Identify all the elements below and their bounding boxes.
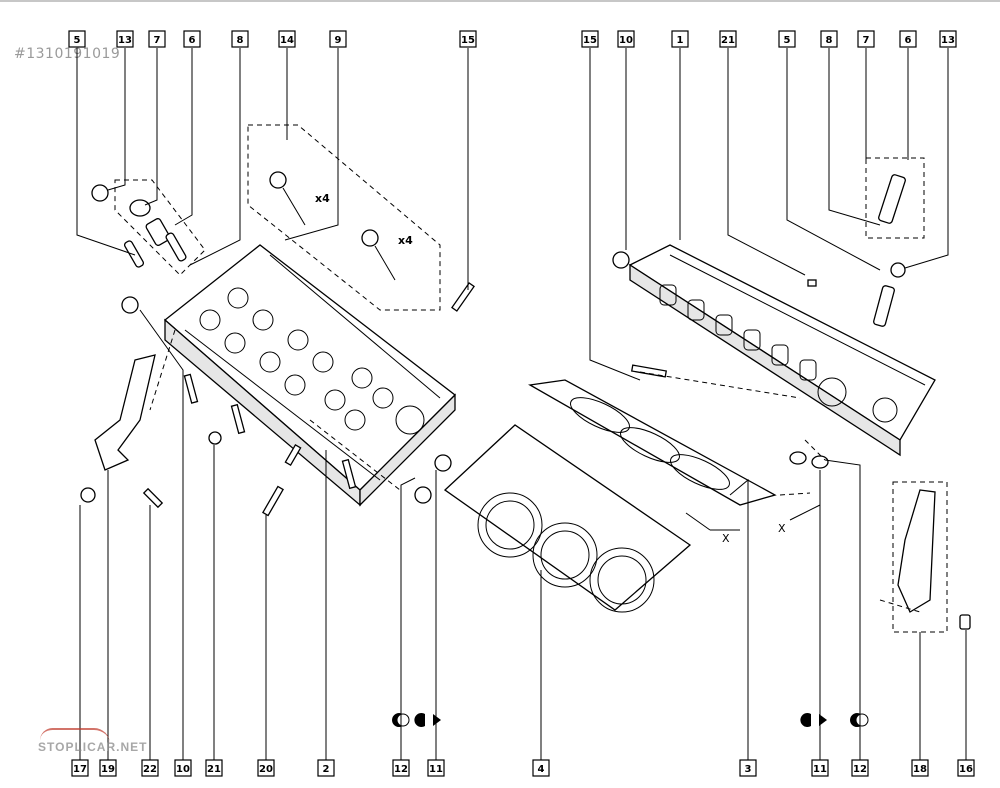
symbols xyxy=(392,713,869,728)
callout-12-bottom-left: 12 xyxy=(392,759,410,777)
callout-21-bottom: 21 xyxy=(205,759,223,777)
callout-3-bottom: 3 xyxy=(739,759,757,777)
svg-text:9: 9 xyxy=(335,35,342,46)
svg-text:11: 11 xyxy=(813,764,827,775)
svg-text:8: 8 xyxy=(826,35,833,46)
callout-13-top-right: 13 xyxy=(939,30,957,48)
svg-text:12: 12 xyxy=(853,764,867,775)
qty-mark-2: x4 xyxy=(398,234,413,247)
head-gasket-rear xyxy=(528,379,777,506)
callout-22-bottom: 22 xyxy=(141,759,159,777)
callout-17-bottom: 17 xyxy=(71,759,89,777)
callout-15-top-right: 15 xyxy=(581,30,599,48)
callout-8-top-right: 8 xyxy=(820,30,838,48)
head-gasket-front xyxy=(443,424,692,613)
svg-text:7: 7 xyxy=(863,35,870,46)
callout-2-bottom: 2 xyxy=(317,759,335,777)
svg-text:8: 8 xyxy=(237,35,244,46)
callout-13-top-left: 13 xyxy=(116,30,134,48)
svg-text:13: 13 xyxy=(118,35,132,46)
callout-18-bottom: 18 xyxy=(911,759,929,777)
callout-16-bottom: 16 xyxy=(957,759,975,777)
svg-text:15: 15 xyxy=(461,35,475,46)
svg-text:21: 21 xyxy=(207,764,221,775)
reference-marks: X X x4 x4 xyxy=(315,192,821,545)
svg-text:19: 19 xyxy=(101,764,115,775)
watermark: STOPLICAR.NET xyxy=(38,740,148,754)
callout-6-top-right: 6 xyxy=(899,30,917,48)
svg-text:20: 20 xyxy=(259,764,273,775)
svg-text:4: 4 xyxy=(538,764,545,775)
watermark-car-logo xyxy=(40,728,110,744)
right-lifting-bracket xyxy=(897,489,936,613)
callout-12-bottom-right: 12 xyxy=(851,759,869,777)
svg-text:13: 13 xyxy=(941,35,955,46)
reference-mark-x-1: X xyxy=(722,532,730,545)
callout-6-top-left: 6 xyxy=(183,30,201,48)
sealant-symbol-right xyxy=(850,713,869,728)
qty-mark-1: x4 xyxy=(315,192,330,205)
callout-10-top-right: 10 xyxy=(617,30,635,48)
svg-text:2: 2 xyxy=(323,764,330,775)
replace-part-symbol-left xyxy=(414,713,441,727)
svg-text:16: 16 xyxy=(959,764,973,775)
callout-1-top-right: 1 xyxy=(671,30,689,48)
dashed-groups xyxy=(114,124,948,633)
svg-text:6: 6 xyxy=(189,35,196,46)
top-border xyxy=(0,0,1000,2)
svg-text:3: 3 xyxy=(745,764,752,775)
callout-10-bottom: 10 xyxy=(174,759,192,777)
callout-15-top-left: 15 xyxy=(459,30,477,48)
small-parts xyxy=(80,171,971,630)
callout-11-bottom-right: 11 xyxy=(811,759,829,777)
right-cylinder-head xyxy=(628,244,936,457)
svg-text:12: 12 xyxy=(394,764,408,775)
svg-text:11: 11 xyxy=(429,764,443,775)
svg-text:5: 5 xyxy=(784,35,791,46)
sealant-symbol-left xyxy=(392,713,410,728)
callout-5-top-right: 5 xyxy=(778,30,796,48)
callout-5-top-left: 5 xyxy=(68,30,86,48)
leader-lines xyxy=(76,48,967,760)
svg-text:17: 17 xyxy=(73,764,87,775)
callouts-top-left: 5 13 7 6 8 14 9 15 xyxy=(68,30,477,48)
catalog-id: #1310191019 xyxy=(14,46,121,62)
svg-text:7: 7 xyxy=(154,35,161,46)
svg-text:6: 6 xyxy=(905,35,912,46)
callout-11-bottom-left: 11 xyxy=(427,759,445,777)
callout-7-top-right: 7 xyxy=(857,30,875,48)
svg-text:22: 22 xyxy=(143,764,157,775)
svg-text:21: 21 xyxy=(721,35,735,46)
svg-text:14: 14 xyxy=(280,35,294,46)
reference-mark-x-2: X xyxy=(778,522,786,535)
callouts-bottom-left: 17 19 22 10 21 20 2 12 11 xyxy=(71,759,445,777)
callout-9-top-left: 9 xyxy=(329,30,347,48)
callout-14-top-left: 14 xyxy=(278,30,296,48)
callout-8-top-left: 8 xyxy=(231,30,249,48)
svg-text:15: 15 xyxy=(583,35,597,46)
svg-text:5: 5 xyxy=(74,35,81,46)
svg-text:10: 10 xyxy=(176,764,190,775)
svg-text:18: 18 xyxy=(913,764,927,775)
callouts-top-right: 15 10 1 21 5 8 7 6 13 xyxy=(581,30,957,48)
callout-19-bottom: 19 xyxy=(99,759,117,777)
callout-20-bottom: 20 xyxy=(257,759,275,777)
callout-7-top-left: 7 xyxy=(148,30,166,48)
left-lifting-bracket xyxy=(94,354,156,471)
callouts-bottom-right: 4 3 11 12 18 16 xyxy=(532,759,975,777)
callout-21-top-right: 21 xyxy=(719,30,737,48)
left-cylinder-head xyxy=(163,244,456,507)
svg-text:10: 10 xyxy=(619,35,633,46)
replace-part-symbol-right xyxy=(800,713,827,727)
callout-4-bottom: 4 xyxy=(532,759,550,777)
svg-text:1: 1 xyxy=(677,35,684,46)
